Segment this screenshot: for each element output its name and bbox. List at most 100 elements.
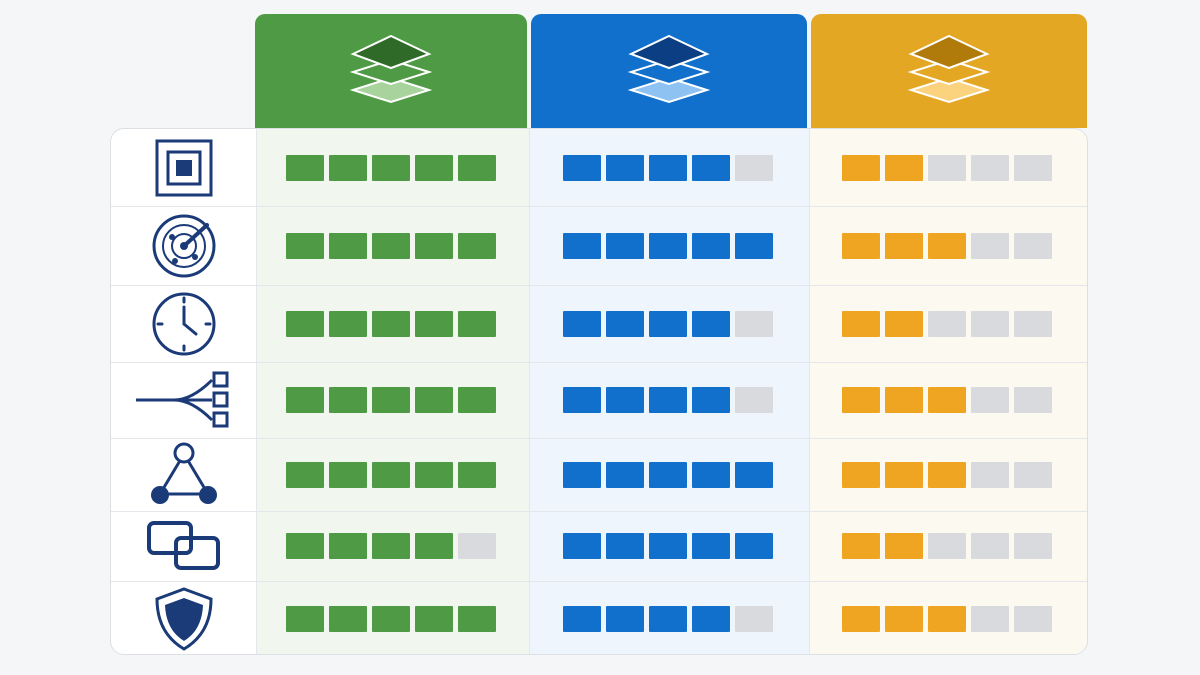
rating-meter-blue [563, 154, 773, 181]
shield-icon [111, 581, 256, 654]
rating-segment-empty [735, 310, 773, 337]
rating-segment-empty [928, 310, 966, 337]
rating-segment-filled [415, 154, 453, 181]
rating-segment-filled [458, 605, 496, 632]
column-header-green [255, 14, 527, 128]
rating-meter-yellow [842, 310, 1052, 337]
column-header-blue [531, 14, 807, 128]
row-divider [111, 581, 1087, 582]
linked-rectangles-icon [111, 511, 256, 581]
rating-segment-filled [692, 605, 730, 632]
rating-segment-filled [842, 310, 880, 337]
rating-segment-filled [286, 533, 324, 559]
rating-segment-filled [286, 605, 324, 632]
rating-segment-empty [1014, 605, 1052, 632]
rating-segment-filled [606, 461, 644, 488]
rating-segment-filled [372, 533, 410, 559]
rating-segment-empty [735, 605, 773, 632]
rating-segment-filled [649, 533, 687, 559]
rating-segment-filled [885, 387, 923, 413]
rating-segment-empty [928, 533, 966, 559]
rating-meter-green [286, 387, 496, 413]
rating-segment-filled [649, 232, 687, 259]
rating-segment-filled [372, 387, 410, 413]
rating-meter-yellow [842, 154, 1052, 181]
rating-segment-filled [329, 310, 367, 337]
rating-segment-filled [563, 533, 601, 559]
rating-segment-filled [842, 605, 880, 632]
rating-segment-filled [649, 387, 687, 413]
rating-segment-filled [563, 461, 601, 488]
rating-segment-empty [1014, 461, 1052, 488]
rating-meter-green [286, 533, 496, 559]
rating-segment-filled [692, 310, 730, 337]
rating-segment-empty [971, 232, 1009, 259]
row-divider [111, 285, 1087, 286]
rating-segment-empty [1014, 232, 1052, 259]
column-divider [809, 129, 810, 654]
rating-segment-filled [458, 310, 496, 337]
rating-segment-filled [415, 605, 453, 632]
matrix-table [110, 128, 1088, 655]
rating-segment-filled [606, 605, 644, 632]
rating-segment-filled [692, 387, 730, 413]
rating-segment-empty [971, 387, 1009, 413]
rating-segment-filled [415, 533, 453, 559]
rating-segment-filled [286, 154, 324, 181]
rating-segment-empty [971, 310, 1009, 337]
rating-meter-yellow [842, 605, 1052, 632]
rating-segment-filled [329, 232, 367, 259]
rating-segment-filled [928, 232, 966, 259]
rating-segment-filled [885, 461, 923, 488]
rating-segment-filled [842, 533, 880, 559]
rating-meter-blue [563, 461, 773, 488]
rating-segment-filled [329, 533, 367, 559]
clock-icon [111, 285, 256, 362]
rating-segment-filled [885, 232, 923, 259]
rating-segment-empty [1014, 310, 1052, 337]
rating-segment-empty [1014, 154, 1052, 181]
rating-segment-filled [606, 154, 644, 181]
rating-segment-empty [735, 387, 773, 413]
rating-segment-filled [928, 461, 966, 488]
rating-segment-filled [372, 310, 410, 337]
rating-segment-filled [885, 605, 923, 632]
column-divider [256, 129, 257, 654]
rating-segment-filled [606, 310, 644, 337]
stacked-layers-icon [627, 34, 711, 109]
nested-square-icon [111, 129, 256, 206]
rating-meter-green [286, 232, 496, 259]
rating-segment-empty [928, 154, 966, 181]
rating-segment-filled [735, 232, 773, 259]
rating-segment-filled [692, 154, 730, 181]
rating-segment-filled [415, 232, 453, 259]
rating-segment-filled [372, 232, 410, 259]
rating-segment-filled [415, 310, 453, 337]
rating-segment-filled [885, 154, 923, 181]
rating-segment-filled [885, 533, 923, 559]
rating-meter-yellow [842, 461, 1052, 488]
row-divider [111, 362, 1087, 363]
rating-segment-filled [649, 605, 687, 632]
rating-segment-filled [928, 387, 966, 413]
rating-meter-blue [563, 310, 773, 337]
rating-segment-filled [286, 232, 324, 259]
row-divider [111, 438, 1087, 439]
rating-segment-filled [842, 387, 880, 413]
rating-meter-green [286, 154, 496, 181]
row-divider [111, 511, 1087, 512]
rating-segment-empty [971, 154, 1009, 181]
column-divider [529, 129, 530, 654]
rating-meter-green [286, 461, 496, 488]
rating-segment-filled [735, 461, 773, 488]
rating-segment-filled [563, 232, 601, 259]
rating-segment-empty [971, 533, 1009, 559]
rating-segment-filled [606, 533, 644, 559]
row-divider [111, 206, 1087, 207]
rating-segment-filled [329, 387, 367, 413]
rating-segment-filled [735, 533, 773, 559]
rating-segment-filled [415, 387, 453, 413]
rating-meter-blue [563, 605, 773, 632]
triangle-nodes-icon [111, 438, 256, 511]
rating-meter-blue [563, 387, 773, 413]
